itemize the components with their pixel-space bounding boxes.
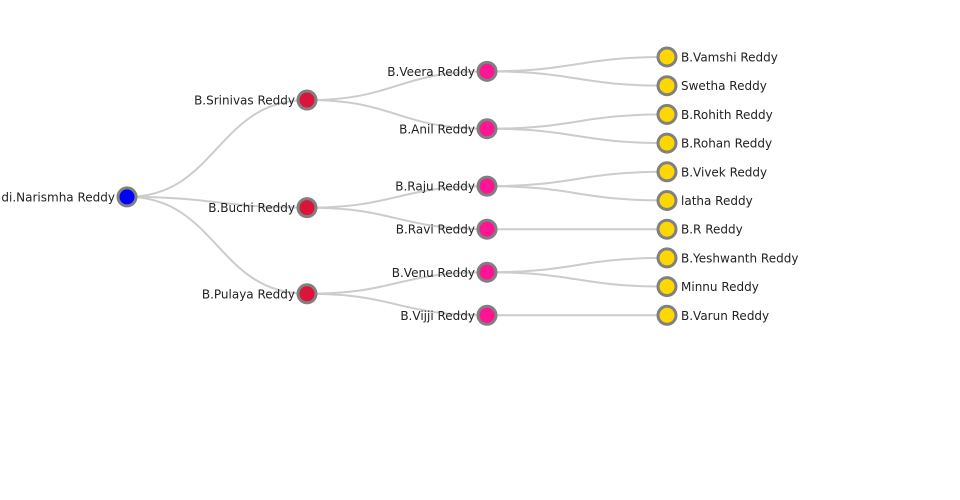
- node-label: Minnu Reddy: [681, 280, 759, 294]
- link-b-srinivas-reddy-to-b-veera-reddy: [306, 70, 488, 102]
- node-b-rohan-reddy[interactable]: B.Rohan Reddy: [656, 132, 772, 154]
- node-circle[interactable]: [656, 132, 678, 154]
- link-b-raju-reddy-to-latha-reddy: [486, 185, 668, 202]
- node-circle[interactable]: [656, 161, 678, 183]
- node-label: B.Varun Reddy: [681, 309, 769, 323]
- tree-links: [126, 56, 668, 317]
- node-label: B.Pulaya Reddy: [202, 287, 295, 301]
- link-b-pulaya-reddy-to-b-vijji-reddy: [306, 292, 488, 317]
- node-label: B.Veera Reddy: [387, 65, 475, 79]
- node-label: di.Narismha Reddy: [1, 190, 115, 204]
- node-circle[interactable]: [296, 283, 318, 305]
- node-label: latha Reddy: [681, 194, 753, 208]
- node-label: B.Vamshi Reddy: [681, 51, 778, 65]
- node-b-pulaya-reddy[interactable]: B.Pulaya Reddy: [202, 283, 318, 305]
- link-b-veera-reddy-to-b-vamshi-reddy: [486, 56, 668, 73]
- link-b-veera-reddy-to-swetha-reddy: [486, 70, 668, 87]
- node-b-anil-reddy[interactable]: B.Anil Reddy: [399, 118, 498, 140]
- node-minnu-reddy[interactable]: Minnu Reddy: [656, 276, 759, 298]
- node-circle[interactable]: [116, 186, 138, 208]
- node-circle[interactable]: [656, 218, 678, 240]
- node-b-vijji-reddy[interactable]: B.Vijji Reddy: [400, 304, 498, 326]
- link-di-narismha-reddy-to-b-srinivas-reddy: [126, 99, 308, 198]
- node-b-vamshi-reddy[interactable]: B.Vamshi Reddy: [656, 46, 778, 68]
- node-label: B.Raju Reddy: [395, 180, 475, 194]
- node-di-narismha-reddy[interactable]: di.Narismha Reddy: [1, 186, 138, 208]
- node-circle[interactable]: [656, 46, 678, 68]
- link-b-raju-reddy-to-b-vivek-reddy: [486, 170, 668, 188]
- node-label: B.Rohan Reddy: [681, 137, 772, 151]
- node-circle[interactable]: [656, 103, 678, 125]
- node-label: B.Venu Reddy: [392, 266, 475, 280]
- node-b-srinivas-reddy[interactable]: B.Srinivas Reddy: [194, 89, 318, 111]
- node-label: Swetha Reddy: [681, 79, 767, 93]
- node-label: B.Rohith Reddy: [681, 108, 773, 122]
- node-circle[interactable]: [476, 261, 498, 283]
- node-circle[interactable]: [656, 276, 678, 298]
- node-circle[interactable]: [476, 118, 498, 140]
- node-latha-reddy[interactable]: latha Reddy: [656, 190, 753, 211]
- link-b-pulaya-reddy-to-b-venu-reddy: [306, 271, 488, 295]
- node-circle[interactable]: [476, 218, 498, 240]
- link-b-srinivas-reddy-to-b-anil-reddy: [306, 99, 488, 130]
- node-circle[interactable]: [656, 304, 678, 326]
- node-circle[interactable]: [296, 197, 318, 219]
- node-b-venu-reddy[interactable]: B.Venu Reddy: [392, 261, 498, 283]
- node-circle[interactable]: [476, 60, 498, 82]
- node-b-veera-reddy[interactable]: B.Veera Reddy: [387, 60, 498, 82]
- node-b-ravi-reddy[interactable]: B.Ravi Reddy: [396, 218, 498, 240]
- node-b-varun-reddy[interactable]: B.Varun Reddy: [656, 304, 769, 326]
- node-label: B.Yeshwanth Reddy: [681, 251, 798, 265]
- node-label: B.Vivek Reddy: [681, 165, 767, 179]
- node-circle[interactable]: [656, 247, 678, 269]
- node-circle[interactable]: [656, 190, 678, 211]
- node-label: B.Vijji Reddy: [400, 309, 475, 323]
- node-b-rohith-reddy[interactable]: B.Rohith Reddy: [656, 103, 773, 125]
- node-label: B.Ravi Reddy: [396, 223, 475, 237]
- node-b-r-reddy[interactable]: B.R Reddy: [656, 218, 743, 240]
- link-b-anil-reddy-to-b-rohan-reddy: [486, 127, 668, 145]
- node-circle[interactable]: [656, 75, 678, 97]
- link-di-narismha-reddy-to-b-pulaya-reddy: [126, 195, 308, 295]
- node-label: B.R Reddy: [681, 223, 743, 237]
- node-b-vivek-reddy[interactable]: B.Vivek Reddy: [656, 161, 767, 183]
- node-b-yeshwanth-reddy[interactable]: B.Yeshwanth Reddy: [656, 247, 798, 269]
- node-swetha-reddy[interactable]: Swetha Reddy: [656, 75, 767, 97]
- node-label: B.Anil Reddy: [399, 122, 475, 136]
- link-b-buchi-reddy-to-b-ravi-reddy: [306, 206, 488, 231]
- node-b-buchi-reddy[interactable]: B.Buchi Reddy: [208, 197, 318, 219]
- link-b-venu-reddy-to-b-yeshwanth-reddy: [486, 256, 668, 274]
- node-circle[interactable]: [296, 89, 318, 111]
- node-label: B.Buchi Reddy: [208, 201, 295, 215]
- link-b-venu-reddy-to-minnu-reddy: [486, 271, 668, 288]
- node-b-raju-reddy[interactable]: B.Raju Reddy: [395, 175, 498, 197]
- link-di-narismha-reddy-to-b-buchi-reddy: [126, 195, 308, 209]
- node-label: B.Srinivas Reddy: [194, 94, 295, 108]
- node-circle[interactable]: [476, 175, 498, 197]
- link-b-buchi-reddy-to-b-raju-reddy: [306, 185, 488, 209]
- node-circle[interactable]: [476, 304, 498, 326]
- link-b-anil-reddy-to-b-rohith-reddy: [486, 113, 668, 130]
